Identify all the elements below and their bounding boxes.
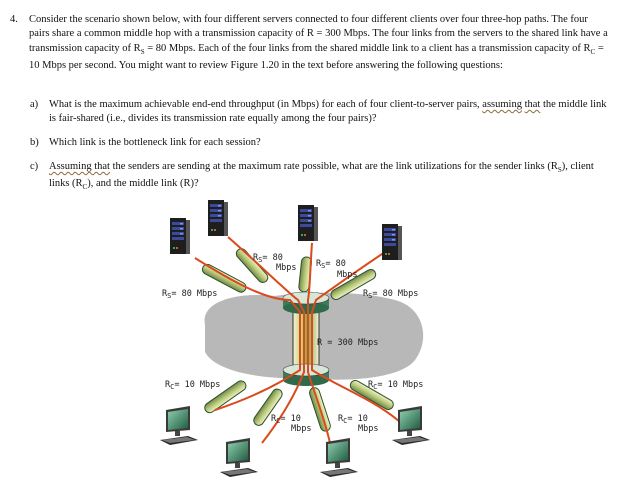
svg-text:RS= 80: RS= 80 [253,253,283,264]
spellcheck-word: assuming [482,99,522,110]
svg-text:Mbps: Mbps [291,424,311,434]
server-links [201,248,377,300]
middle-link [292,311,320,369]
svg-text:Mbps: Mbps [337,270,357,280]
question-text: Consider the scenario shown below, with … [29,14,608,71]
spellcheck-word: that [524,99,541,110]
svg-text:RC= 10 Mbps: RC= 10 Mbps [368,380,423,391]
server-icon [208,200,228,236]
server-icon [170,218,190,254]
client-computer-icon [220,438,258,477]
question-number: 4. [10,14,18,25]
svg-text:RC= 10: RC= 10 [338,414,368,425]
link-labels: RS= 80 Mbps RS= 80 Mbps RS= 80 Mbps RS= … [162,253,423,434]
client-computer-icon [320,438,358,477]
svg-text:R = 300 Mbps: R = 300 Mbps [317,338,378,348]
spellcheck-word: Assuming that [49,161,110,172]
client-computer-icon [160,406,198,445]
svg-text:Mbps: Mbps [276,263,296,273]
client-computer-icon [392,406,430,445]
svg-text:Mbps: Mbps [358,424,378,434]
svg-text:RS= 80: RS= 80 [316,259,346,270]
svg-text:RC= 10: RC= 10 [271,414,301,425]
server-icon [382,224,402,260]
flow-paths [194,236,401,444]
svg-text:RS= 80 Mbps: RS= 80 Mbps [162,289,217,300]
svg-text:RC= 10 Mbps: RC= 10 Mbps [165,380,220,391]
server-icon [298,205,318,241]
svg-text:RS= 80 Mbps: RS= 80 Mbps [363,289,418,300]
